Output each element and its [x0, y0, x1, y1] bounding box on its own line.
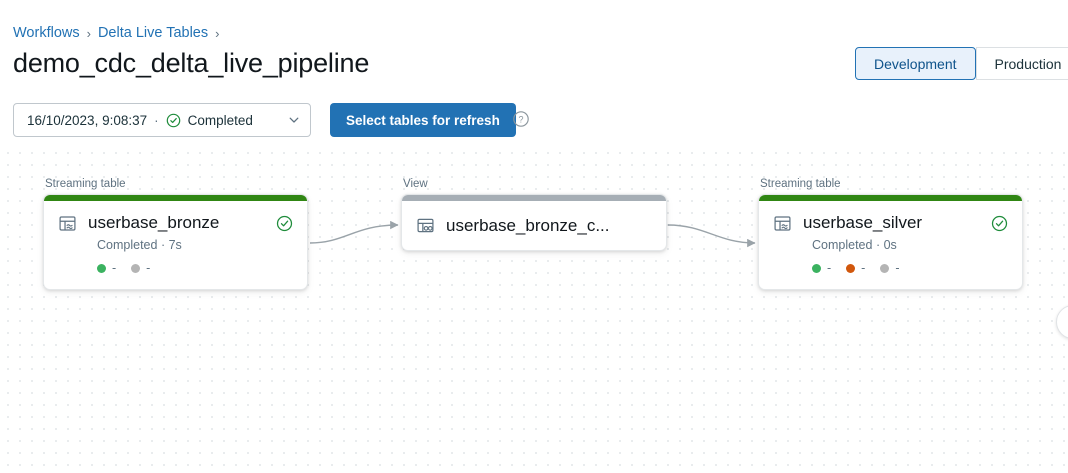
chevron-down-icon[interactable] — [274, 114, 300, 126]
page-title: demo_cdc_delta_live_pipeline — [13, 48, 370, 78]
node-title: userbase_bronze_c... — [446, 215, 610, 235]
node-status-text: Completed · 0s — [812, 238, 1008, 252]
node-title: userbase_bronze — [88, 213, 220, 232]
node-card[interactable]: userbase_bronze_c... — [401, 194, 667, 251]
node-card[interactable]: userbase_bronze Completed · 7s — [43, 194, 308, 290]
run-separator: · — [154, 112, 159, 128]
page-header: Workflows › Delta Live Tables › demo_cdc… — [0, 0, 1068, 95]
view-table-icon — [416, 216, 435, 235]
node-status: Completed — [97, 238, 158, 252]
svg-text:?: ? — [518, 114, 523, 124]
node-status-bar — [402, 195, 666, 201]
question-circle-icon[interactable]: ? — [512, 110, 530, 128]
tab-production[interactable]: Production — [975, 47, 1068, 80]
run-timestamp: 16/10/2023, 9:08:37 — [27, 112, 148, 128]
edge-bronze-to-view — [309, 220, 399, 244]
node-kind-label: Streaming table — [45, 178, 126, 190]
select-tables-for-refresh-button[interactable]: Select tables for refresh — [330, 103, 516, 137]
pipeline-toolbar: 16/10/2023, 9:08:37 · Completed Select t… — [0, 95, 1068, 145]
environment-toggle: Development Production — [855, 47, 1068, 80]
node-metrics: - - — [97, 261, 293, 275]
metric-item: - — [846, 261, 865, 275]
edge-view-to-silver — [667, 224, 756, 248]
node-card[interactable]: userbase_silver Completed · 0s — [758, 194, 1023, 290]
graph-node-userbase-bronze-clean: View userba — [401, 178, 667, 251]
tab-development[interactable]: Development — [855, 47, 976, 80]
metric-item: - — [131, 261, 150, 275]
streaming-table-icon — [58, 214, 77, 233]
metric-dot — [880, 263, 890, 273]
canvas-side-button[interactable] — [1056, 305, 1068, 339]
metric-item: - — [812, 261, 831, 275]
metric-value: - — [112, 261, 117, 275]
metric-dot — [97, 263, 106, 273]
breadcrumb-item-workflows[interactable]: Workflows — [13, 25, 80, 41]
node-status-bar — [759, 195, 1022, 201]
graph-node-userbase-bronze: Streaming table userbase_bro — [43, 178, 308, 290]
breadcrumb-separator-icon: › — [86, 25, 91, 41]
metric-value: - — [146, 261, 151, 275]
breadcrumb-separator-icon: › — [215, 25, 220, 41]
check-circle-icon — [991, 215, 1008, 232]
metric-item: - — [97, 261, 116, 275]
metric-value: - — [861, 261, 866, 275]
graph-node-userbase-silver: Streaming table userbase_sil — [758, 178, 1023, 290]
breadcrumb: Workflows › Delta Live Tables › — [13, 25, 219, 41]
node-status-text: Completed · 7s — [97, 238, 293, 252]
check-circle-icon — [166, 113, 181, 128]
streaming-table-icon — [773, 214, 792, 233]
node-title: userbase_silver — [803, 213, 923, 232]
breadcrumb-item-delta-live-tables[interactable]: Delta Live Tables — [97, 25, 209, 41]
node-status: Completed — [812, 238, 873, 252]
run-selector-dropdown[interactable]: 16/10/2023, 9:08:37 · Completed — [13, 103, 311, 137]
node-status-bar — [44, 195, 307, 201]
metric-dot — [846, 263, 856, 273]
node-status-separator: · — [160, 238, 166, 252]
node-kind-label: Streaming table — [760, 178, 841, 190]
metric-dot — [131, 263, 141, 273]
node-duration: 7s — [168, 238, 182, 252]
metric-dot — [812, 263, 821, 273]
node-kind-label: View — [403, 178, 428, 190]
metric-value: - — [827, 261, 832, 275]
node-duration: 0s — [883, 238, 897, 252]
check-circle-icon — [276, 215, 293, 232]
pipeline-graph-canvas[interactable]: Streaming table userbase_bro — [0, 145, 1068, 473]
node-status-separator: · — [875, 238, 881, 252]
metric-item: - — [880, 261, 900, 275]
metric-value: - — [895, 261, 900, 275]
run-status-label: Completed — [187, 112, 253, 128]
node-metrics: - - - — [812, 261, 1008, 275]
